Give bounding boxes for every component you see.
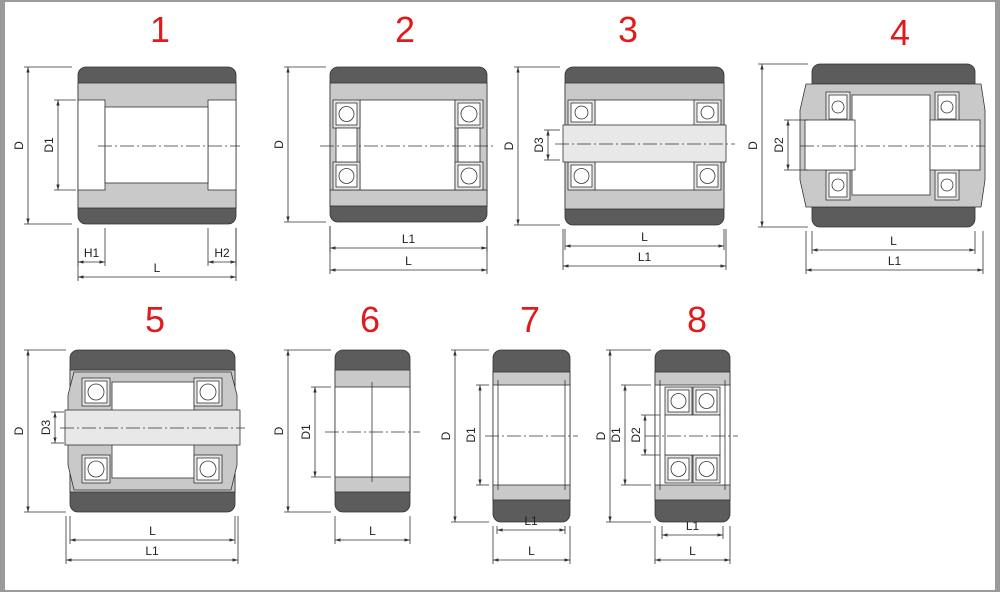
spacer <box>457 127 481 163</box>
dimension-label: L <box>641 230 648 244</box>
axle <box>64 409 241 446</box>
dimension-label: L1 <box>638 250 652 264</box>
bore <box>492 384 571 486</box>
bearing-ball <box>698 461 715 477</box>
bearing-ball <box>940 178 954 192</box>
dimension-label: D2 <box>629 427 643 443</box>
bearing-ball <box>831 100 845 114</box>
dimension-label: L <box>369 524 376 538</box>
dimension-label: L <box>405 254 412 268</box>
end-cap <box>77 99 106 191</box>
hub-body <box>329 189 488 207</box>
dimension-label: L1 <box>686 519 700 533</box>
drawing-number: 1 <box>150 9 170 50</box>
dimension-label: L1 <box>888 254 902 268</box>
dimension-label: D <box>12 141 26 150</box>
dimension-label: L <box>154 261 161 275</box>
bearing-ball <box>460 105 478 123</box>
dimension-label: L1 <box>145 544 159 558</box>
dimension-label: D <box>439 431 453 440</box>
dimension-label: D2 <box>772 137 786 153</box>
dimension-label: D3 <box>532 137 546 153</box>
drawing-number: 4 <box>890 12 910 53</box>
bearing-ball <box>574 105 589 120</box>
bearing-ball <box>338 106 355 122</box>
end-cap <box>207 99 237 191</box>
bearing-ball <box>87 460 105 478</box>
bearing-ball <box>670 393 687 409</box>
bore <box>359 99 456 191</box>
dimension-label: L1 <box>402 232 416 246</box>
drawing-number: 8 <box>687 299 707 340</box>
dimension-label: D <box>272 140 286 149</box>
dimension-label: D <box>594 431 608 440</box>
dimension-label: D1 <box>42 137 56 153</box>
drawing-number: 7 <box>520 299 540 340</box>
bearing-ball <box>87 383 105 401</box>
bearing-ball <box>199 460 217 478</box>
bearing-ball <box>338 168 355 184</box>
bearing-ball <box>700 105 715 120</box>
drawing-number: 3 <box>618 9 638 50</box>
bore <box>851 94 931 196</box>
dimension-label: L1 <box>524 514 538 528</box>
bearing-ball <box>698 393 715 409</box>
bearing-ball <box>670 461 687 477</box>
dimension-label: L <box>149 524 156 538</box>
bearing-ball <box>940 100 954 114</box>
spacer <box>335 127 358 163</box>
axle <box>562 124 727 163</box>
dimension-label: D <box>12 426 26 435</box>
dimension-label: D1 <box>299 424 313 440</box>
dimension-label: H1 <box>84 246 100 260</box>
dimension-label: L <box>689 544 696 558</box>
hub-insert <box>929 119 981 171</box>
bearing-ball <box>573 168 590 184</box>
bearing-ball <box>831 178 845 192</box>
drawing-number: 6 <box>360 299 380 340</box>
drawing-number: 2 <box>395 9 415 50</box>
dimension-label: D3 <box>39 420 53 436</box>
hub-insert <box>804 119 856 171</box>
dimension-label: D <box>746 141 760 150</box>
dimension-label: D1 <box>464 427 478 443</box>
bearing-ball <box>699 168 716 184</box>
spacer <box>664 414 721 456</box>
dimension-label: D1 <box>609 427 623 443</box>
bearing-ball <box>460 167 478 185</box>
dimension-label: L <box>528 544 535 558</box>
drawing-number: 5 <box>145 299 165 340</box>
dimension-label: D <box>502 141 516 150</box>
bearing-ball <box>199 383 217 401</box>
bore <box>104 106 209 184</box>
dimension-label: H2 <box>214 246 230 260</box>
dimension-label: D <box>272 426 286 435</box>
dimension-label: L <box>890 234 897 248</box>
